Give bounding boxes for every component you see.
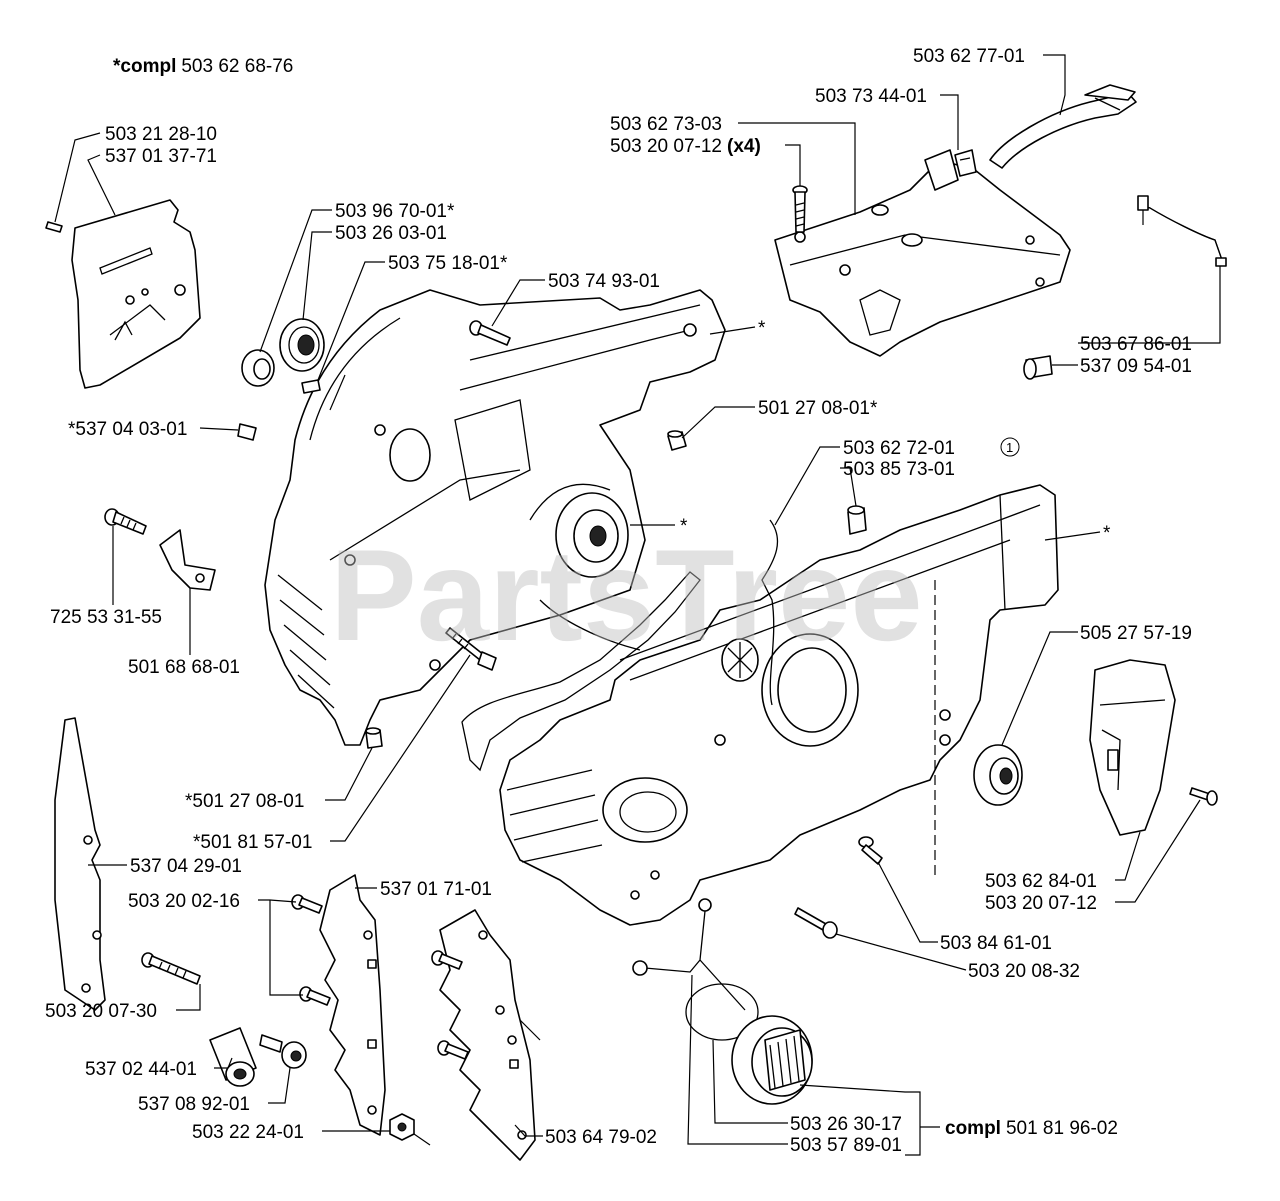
side-cover-part [1089, 659, 1176, 836]
spike-screws-part [291, 894, 469, 1060]
bolt-part-left [104, 508, 147, 535]
callout-label: 537 01 37-71 [105, 146, 217, 167]
callout-label: 503 84 61-01 [940, 933, 1052, 954]
callout-label: 503 96 70-01* [335, 201, 455, 222]
callout-number: 503 20 07-12 [610, 136, 722, 157]
callout-label: 503 62 73-03 [610, 114, 722, 135]
callout-label: 505 27 57-19 [1080, 623, 1192, 644]
circled-note-number: 1 [1006, 440, 1013, 455]
callout-label: 503 64 79-02 [545, 1127, 657, 1148]
quantity-note: (x4) [727, 136, 761, 157]
callout-label: 501 27 08-01* [758, 398, 878, 419]
screw-part-crank [858, 836, 883, 865]
callout-label: 503 26 30-17 [790, 1114, 902, 1135]
handle-part [989, 84, 1137, 169]
callout-label: 503 75 18-01* [388, 253, 508, 274]
callout-label: 503 62 84-01 [985, 871, 1097, 892]
callout-label: 503 26 03-01 [335, 223, 447, 244]
callout-label: *501 27 08-01 [185, 791, 304, 812]
shoulder-bolt-part [259, 1034, 307, 1069]
fuel-strainer-part [632, 898, 746, 1011]
cover-screw-part [45, 221, 63, 233]
callout-label: *537 04 03-01 [68, 419, 187, 440]
callout-label-qty: 503 20 07-12(x4) [610, 136, 761, 157]
fuel-cap-assembly-number: 501 81 96-02 [1006, 1118, 1118, 1139]
left-crankcase-half [264, 289, 726, 746]
bushing-part [847, 505, 867, 535]
leader-lines [54, 54, 1221, 1156]
bearing-part [279, 318, 325, 372]
bolt-part-top [469, 320, 511, 346]
callout-label: 503 62 72-01 [843, 438, 955, 459]
nut-part [389, 1113, 415, 1141]
callout-label: 503 85 73-01 [843, 459, 955, 480]
callout-label: 503 20 07-30 [45, 1001, 157, 1022]
callout-asterisk: * [758, 318, 766, 339]
watermark-logo: PartsTree [330, 522, 923, 668]
spike-bumper-part [319, 874, 386, 1136]
callout-label: 537 04 29-01 [130, 856, 242, 877]
callout-label: 537 09 54-01 [1080, 356, 1192, 377]
assembly-prefix: *compl [113, 56, 176, 77]
long-bolt-part [445, 627, 497, 671]
screw-x4-part [792, 185, 808, 233]
assembly-number: 503 62 68-76 [181, 56, 293, 77]
crankcase-gasket [461, 571, 701, 772]
sleeve-part-upper [667, 430, 687, 451]
callout-label: 503 67 86-01 [1080, 334, 1192, 355]
callout-label: 725 53 31-55 [50, 607, 162, 628]
screw-part-bottom [794, 907, 838, 939]
callout-label: 537 01 71-01 [380, 879, 492, 900]
tank-support-part [774, 149, 1071, 357]
callout-label: 503 20 07-12 [985, 893, 1097, 914]
callout-asterisk: * [1103, 523, 1111, 544]
callout-label: 503 74 93-01 [548, 271, 660, 292]
callout-label: 503 21 28-10 [105, 124, 217, 145]
callout-label: 503 20 02-16 [128, 891, 240, 912]
callout-label: *501 81 57-01 [193, 832, 312, 853]
spacer-part [209, 1027, 257, 1087]
spike-bumper-part-outer [439, 909, 536, 1161]
fuel-cap-assembly-prefix: compl [945, 1118, 1001, 1139]
crank-seal-part [973, 744, 1023, 806]
circled-note-ring [1000, 437, 1020, 457]
fuel-cap-part [731, 1015, 813, 1105]
side-plate-part [54, 717, 106, 1011]
right-crankcase-half [499, 484, 1059, 926]
bracket-clip-part [954, 149, 977, 177]
hose-part [1137, 195, 1227, 267]
callout-label: 503 73 44-01 [815, 86, 927, 107]
cover-screw-part-right [1189, 787, 1218, 806]
sleeve-part-lower [365, 727, 383, 749]
callout-label: 503 57 89-01 [790, 1135, 902, 1156]
plug-part [1023, 355, 1053, 380]
callout-label: 537 08 92-01 [138, 1094, 250, 1115]
sleeve-part-left [237, 423, 257, 441]
seal-part [241, 349, 275, 387]
wire-part [761, 519, 779, 706]
left-cover-plate [71, 199, 201, 389]
long-screw-part [141, 952, 201, 985]
callout-label: 501 68 68-01 [128, 657, 240, 678]
o-ring-part [685, 983, 759, 1041]
bracket-part [159, 529, 216, 591]
callout-asterisk: * [680, 516, 688, 537]
callout-label: 537 02 44-01 [85, 1059, 197, 1080]
callout-label: 503 62 77-01 [913, 46, 1025, 67]
small-screw-part [301, 379, 321, 394]
callout-label: 503 22 24-01 [192, 1122, 304, 1143]
callout-label: 503 20 08-32 [968, 961, 1080, 982]
